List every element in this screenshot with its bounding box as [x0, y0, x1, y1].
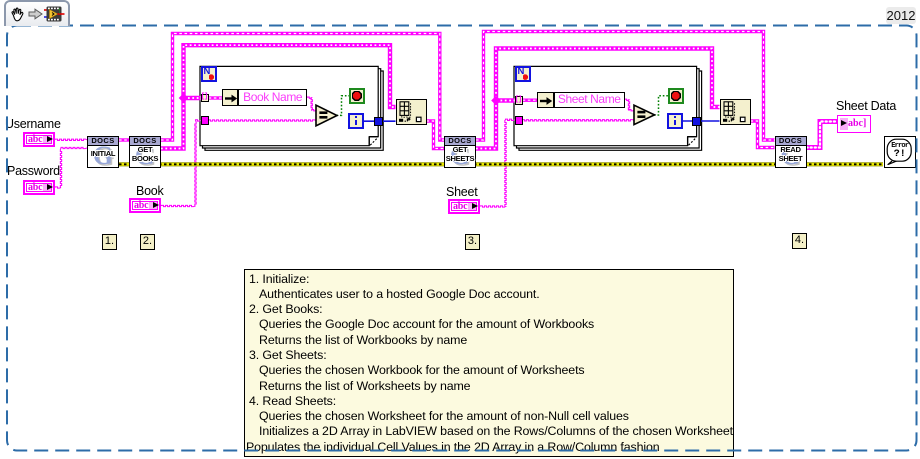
comment-line: Queries the chosen Worksheet for the amo… — [259, 409, 629, 424]
comment-line: Queries the chosen Workbook for the amou… — [259, 363, 585, 378]
snippet-toolbar-tab — [4, 0, 70, 26]
string-type-glyph: abc — [28, 134, 43, 145]
sheet-name-indicator-arrow[interactable] — [537, 91, 554, 108]
loop2-equals-node[interactable] — [632, 103, 658, 129]
index-array-icon — [722, 101, 746, 123]
docs-get-books-subvi[interactable]: DOCS G GET BOOKS — [129, 136, 161, 168]
index-array-node-1[interactable] — [395, 99, 427, 125]
docs-initialize-subvi[interactable]: DOCS G INITIAL — [87, 136, 119, 168]
comment-line: 3. Get Sheets: — [249, 347, 327, 362]
pan-hand-icon[interactable] — [9, 6, 26, 23]
step-marker-4[interactable]: 4. — [792, 233, 807, 249]
conditional-stop-dot-icon — [208, 74, 214, 80]
comment-line: 2. Get Books: — [249, 302, 323, 317]
password-control[interactable]: abc — [23, 180, 55, 195]
error-bubble-icon — [886, 138, 912, 166]
string-type-glyph: abc — [28, 182, 43, 193]
labview-version-badge: 2012 — [886, 7, 916, 24]
comment-line: Returns the list of Workbooks by name — [259, 332, 468, 347]
vi-snippet-icon[interactable] — [44, 6, 65, 22]
google-g-glyph: G — [449, 141, 471, 170]
simple-error-handler-node[interactable]: Error ?! — [884, 136, 916, 168]
index-array-node-2[interactable] — [719, 99, 751, 125]
diagram-comment[interactable]: 1. Initialize: Authenticates user to a h… — [244, 269, 734, 457]
stop-octagon-icon — [353, 92, 361, 100]
docs-header: DOCS — [445, 137, 475, 146]
loop2-iteration-tunnel[interactable] — [692, 117, 702, 126]
book-control[interactable]: abc — [129, 198, 161, 213]
indicator-arrow-icon — [540, 96, 553, 105]
comment-line: Queries the Google Doc account for the a… — [259, 317, 595, 332]
index-array-icon — [398, 101, 422, 123]
loop2-sheet-tunnel[interactable] — [514, 116, 523, 125]
comment-line: Authenticates user to a hosted Google Do… — [259, 286, 540, 301]
control-output-arrow-icon — [47, 184, 53, 190]
loop1-auto-index-tunnel[interactable]: [] — [200, 93, 209, 103]
sheet-control[interactable]: abc — [448, 199, 480, 214]
control-output-arrow-icon — [153, 202, 159, 208]
google-g-glyph: G — [134, 141, 156, 170]
loop2-count-terminal[interactable]: N — [514, 66, 531, 83]
conditional-stop-dot-icon — [522, 74, 528, 80]
string-type-glyph: abc — [453, 201, 468, 212]
docs-header: DOCS — [130, 137, 160, 146]
indicator-arrow-icon — [225, 94, 238, 103]
google-g-glyph: G — [92, 141, 114, 170]
comment-line: Returns the list of Worksheets by name — [259, 378, 471, 393]
docs-get-sheets-subvi[interactable]: DOCS G GET SHEETS — [444, 136, 476, 170]
book-label: Book — [136, 184, 164, 198]
google-g-glyph: G — [780, 141, 801, 170]
string-array-type-glyph: abc] — [848, 117, 867, 129]
sheet-label: Sheet — [446, 185, 478, 199]
loop2-auto-index-tunnel[interactable]: [] — [514, 95, 523, 105]
sheet-data-label: Sheet Data — [836, 99, 897, 113]
loop1-equals-node[interactable] — [314, 103, 340, 129]
step-marker-3[interactable]: 3. — [465, 234, 480, 250]
password-label: Password — [7, 164, 60, 178]
comment-line: 4. Read Sheets: — [249, 393, 337, 408]
sheet-data-indicator[interactable]: abc] — [837, 115, 871, 133]
control-output-arrow-icon — [47, 136, 53, 142]
docs-read-sheet-subvi[interactable]: DOCS G READ SHEET — [774, 136, 807, 170]
loop1-iteration-tunnel[interactable] — [373, 117, 383, 126]
loop2-stop-terminal[interactable] — [668, 88, 684, 104]
string-type-glyph: abc — [134, 200, 149, 211]
docs-header: DOCS — [775, 137, 806, 146]
comment-line: Initializes a 2D Array in LabVIEW based … — [259, 424, 733, 439]
book-name-indicator-arrow[interactable] — [222, 89, 239, 107]
username-label: Username — [5, 117, 61, 131]
loop1-count-terminal[interactable]: N — [200, 66, 217, 83]
control-output-arrow-icon — [472, 203, 478, 209]
stop-octagon-icon — [672, 92, 680, 100]
sheet-name-indicator[interactable]: Sheet Name — [553, 91, 625, 108]
username-control[interactable]: abc — [23, 132, 55, 147]
loop1-iteration-terminal[interactable]: i — [348, 112, 364, 129]
docs-header: DOCS — [88, 137, 118, 146]
loop1-stop-terminal[interactable] — [349, 88, 365, 104]
loop2-iteration-terminal[interactable]: i — [667, 112, 683, 129]
indicator-input-arrow-icon — [841, 120, 847, 126]
book-name-indicator[interactable]: Book Name — [238, 89, 308, 107]
comment-line: 1. Initialize: — [249, 271, 310, 286]
loop1-book-tunnel[interactable] — [200, 116, 209, 125]
step-marker-2[interactable]: 2. — [140, 234, 155, 250]
forward-arrow-icon[interactable] — [28, 8, 43, 20]
step-marker-1[interactable]: 1. — [102, 234, 117, 250]
